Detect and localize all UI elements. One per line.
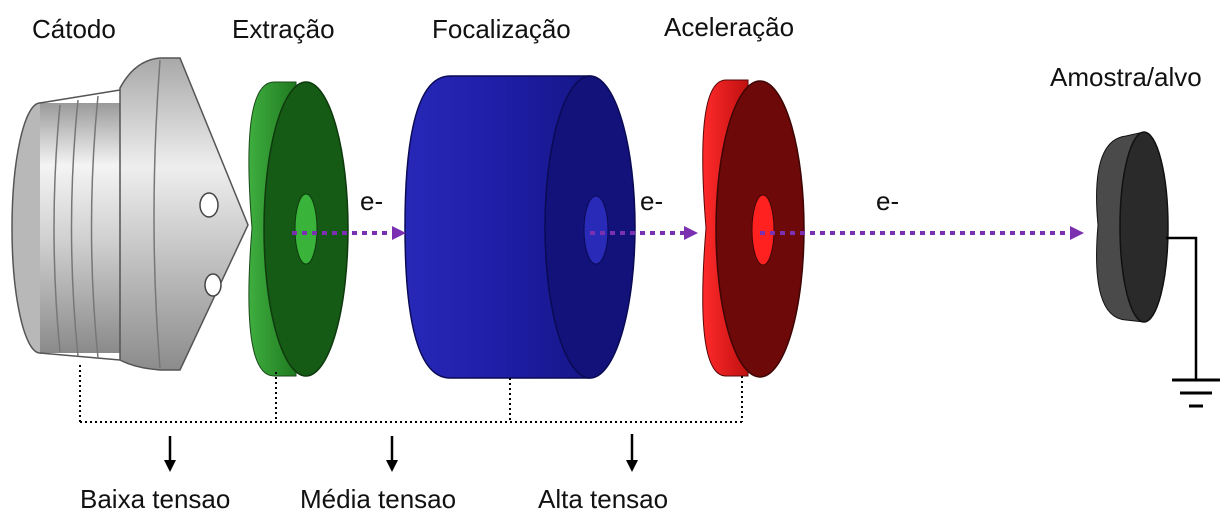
arrow-down-icon [386,436,398,472]
electron-label: e- [640,186,664,216]
focusing-label: Focalização [432,14,571,44]
electron-label: e- [360,186,384,216]
beam-arrowhead [392,226,406,240]
extraction-electrode [248,81,349,377]
beam-arrowhead [1070,226,1084,240]
arrow-down-icon [626,434,638,472]
cathode-electrode [11,57,249,371]
extraction-label: Extração [232,14,335,44]
ground-icon [1172,378,1220,408]
acceleration-electrode [702,79,805,378]
focusing-electrode [404,75,636,379]
medium-voltage-label: Média tensao [300,484,457,514]
beam-arrowhead [684,226,698,240]
target-sample [1096,131,1198,378]
low-voltage-label: Baixa tensao [80,484,231,514]
arrow-down-icon [164,436,176,472]
electron-label: e- [876,186,900,216]
acceleration-label: Aceleração [664,12,795,42]
high-voltage-label: Alta tensao [538,484,669,514]
target-label: Amostra/alvo [1050,62,1202,92]
wiring [79,365,743,423]
cathode-label: Cátodo [32,14,116,44]
electron-beam [292,226,1084,240]
